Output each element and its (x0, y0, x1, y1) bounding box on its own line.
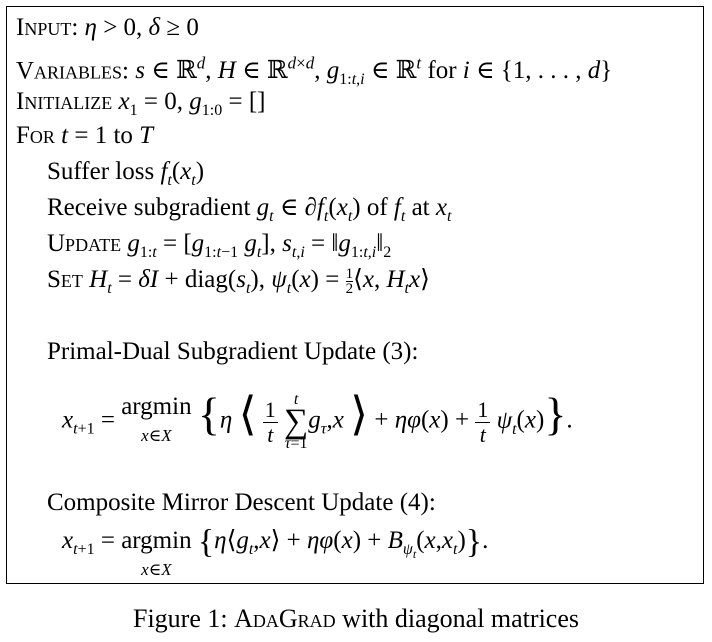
variables-keyword: Variables: (16, 57, 130, 85)
receive-subgradient-line: Receive subgradient gt ∈ ∂ft(xt) of ft a… (47, 194, 452, 225)
figure-caption: Figure 1: AdaGrad with diagonal matrices (0, 604, 712, 634)
algorithm-box (6, 6, 704, 584)
update-keyword: Update (47, 230, 122, 257)
input-line: Input: η > 0, δ ≥ 0 (16, 13, 199, 43)
set-keyword: Set (47, 266, 83, 293)
initialize-keyword: Initialize (16, 88, 113, 115)
caption-text: Figure 1: AdaGrad with diagonal matrices (133, 604, 579, 633)
for-keyword: For (16, 122, 55, 149)
initialize-expr: x1 = 0, g1:0 = [] (118, 88, 266, 119)
variables-expr: s ∈ ℝd, H ∈ ℝd×d, g1:t,i ∈ ℝt for i ∈ {1… (135, 54, 613, 89)
for-expr: t = 1 to T (61, 122, 154, 149)
for-line: For t = 1 to T (16, 121, 153, 151)
composite-heading: Composite Mirror Descent Update (4): (47, 489, 436, 516)
suffer-loss-line: Suffer loss ft(xt) (47, 158, 205, 189)
summation-sign: t∑τ=1 (284, 391, 309, 452)
input-keyword: Input: (16, 14, 79, 41)
input-expr: η > 0, δ ≥ 0 (84, 14, 199, 41)
update-line: Update g1:t = [g1:t−1 gt], st,i = ‖g1:t,… (47, 229, 391, 268)
variables-line: Variables: s ∈ ℝd, H ∈ ℝd×d, g1:t,i ∈ ℝt… (16, 49, 612, 95)
initialize-line: Initialize x1 = 0, g1:0 = [] (16, 87, 265, 126)
update-expr: g1:t = [g1:t−1 gt], st,i = ‖g1:t,i‖2 (127, 230, 392, 261)
primal-dual-heading: Primal-Dual Subgradient Update (3): (47, 338, 419, 365)
